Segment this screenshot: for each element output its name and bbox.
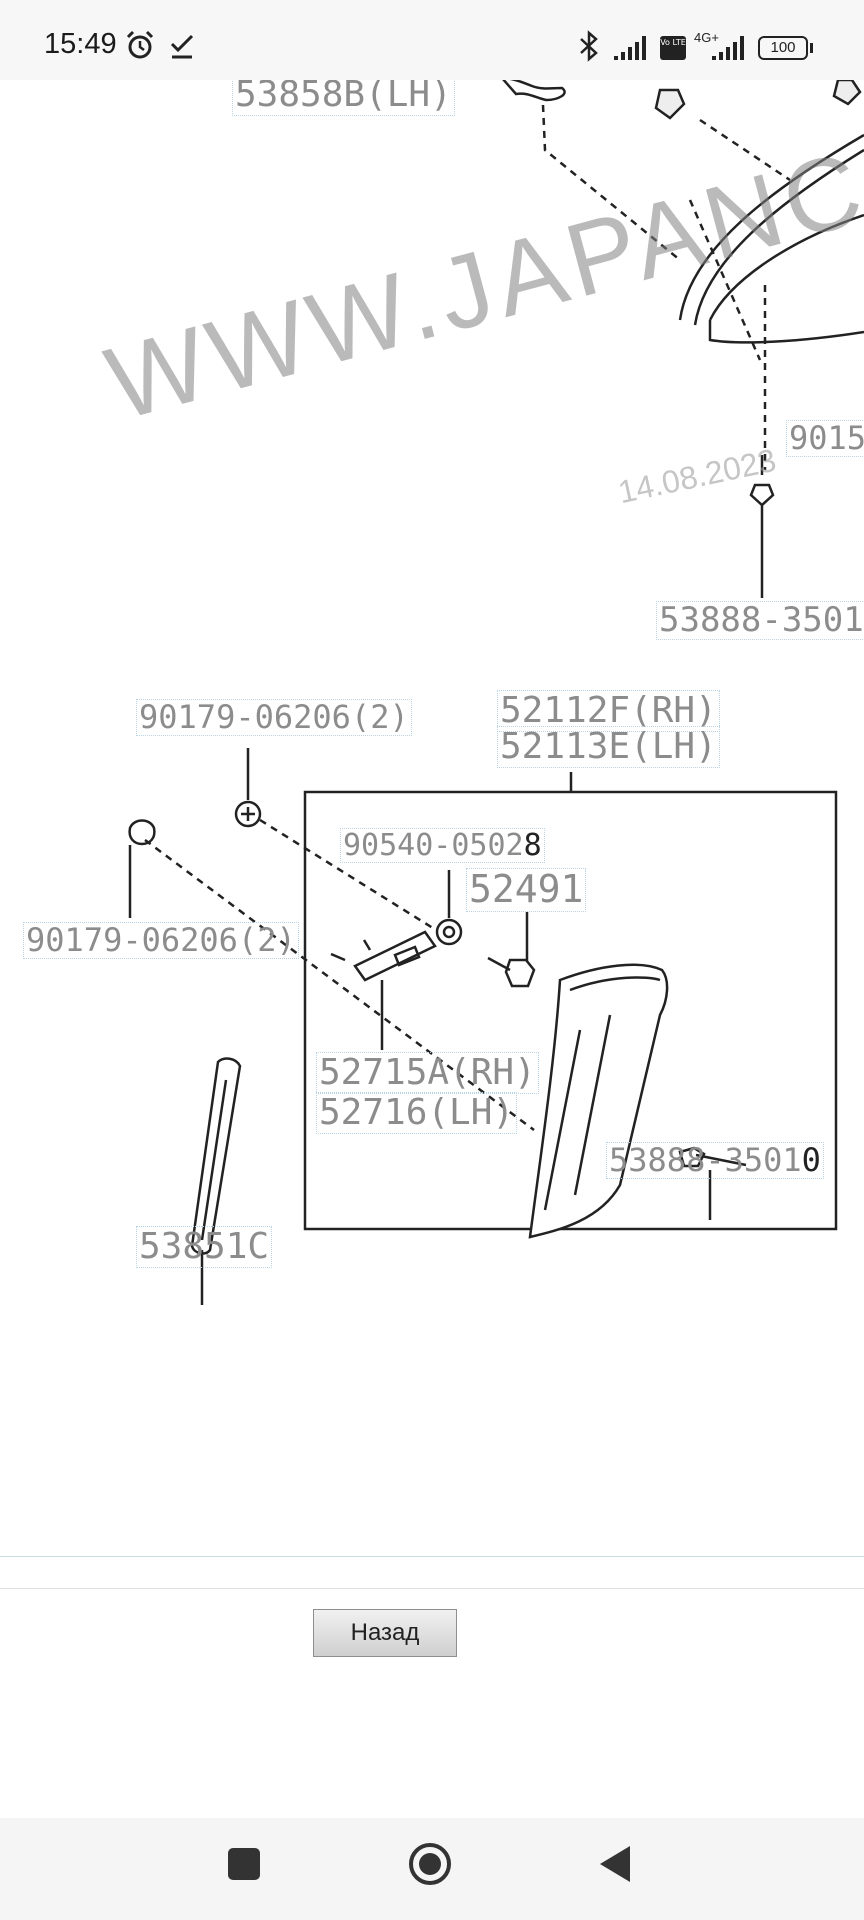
diagram-drawing xyxy=(128,80,864,1305)
part-90179-b[interactable]: 90179-06206(2) xyxy=(23,922,299,960)
part-90540-suffix: 8 xyxy=(523,828,542,863)
part-9015[interactable]: 9015 xyxy=(786,420,864,458)
bluetooth-icon xyxy=(580,30,598,62)
signal-icon xyxy=(614,36,646,60)
part-52112f[interactable]: 52112F(RH) xyxy=(497,690,720,732)
part-90540-code: 90540-0502 xyxy=(343,828,524,863)
alarm-icon xyxy=(126,30,154,59)
parts-diagram: WWW.JAPANC 14.08.2023 53858B(LH) 9015 53… xyxy=(0,80,864,1320)
recents-square-icon[interactable] xyxy=(228,1848,260,1880)
battery-tip xyxy=(810,43,813,53)
navigation-bar xyxy=(0,1818,864,1920)
battery-icon: 100 xyxy=(758,36,808,60)
volte-icon: Vo LTE xyxy=(660,36,686,60)
part-52715a[interactable]: 52715A(RH) xyxy=(316,1052,539,1094)
status-bar: 15:49 Vo LTE 4G+ 100 xyxy=(0,0,864,80)
signal-4g-icon xyxy=(712,36,744,60)
part-52491[interactable]: 52491 xyxy=(466,868,587,912)
part-53888-bot[interactable]: 53888-35010 xyxy=(606,1141,824,1180)
home-circle-icon[interactable] xyxy=(406,1840,454,1888)
part-52113e[interactable]: 52113E(LH) xyxy=(497,726,720,768)
battery-level: 100 xyxy=(770,39,796,56)
part-90540[interactable]: 90540-05028 xyxy=(340,828,545,863)
part-52716[interactable]: 52716(LH) xyxy=(316,1092,518,1134)
part-53888-bot-code: 53888-3501 xyxy=(609,1141,802,1179)
check-icon xyxy=(170,34,194,59)
divider-bottom xyxy=(0,1588,864,1589)
back-triangle-icon[interactable] xyxy=(598,1844,634,1884)
part-53888-top[interactable]: 53888-3501 xyxy=(656,601,864,641)
part-53888-bot-suffix: 0 xyxy=(801,1141,821,1179)
part-53858b[interactable]: 53858B(LH) xyxy=(232,80,455,116)
part-53851c[interactable]: 53851C xyxy=(136,1226,273,1268)
network-type: 4G+ xyxy=(694,30,719,45)
divider-top xyxy=(0,1556,864,1557)
back-button[interactable]: Назад xyxy=(313,1609,457,1657)
status-time: 15:49 xyxy=(44,28,117,60)
part-90179-a[interactable]: 90179-06206(2) xyxy=(136,699,412,737)
